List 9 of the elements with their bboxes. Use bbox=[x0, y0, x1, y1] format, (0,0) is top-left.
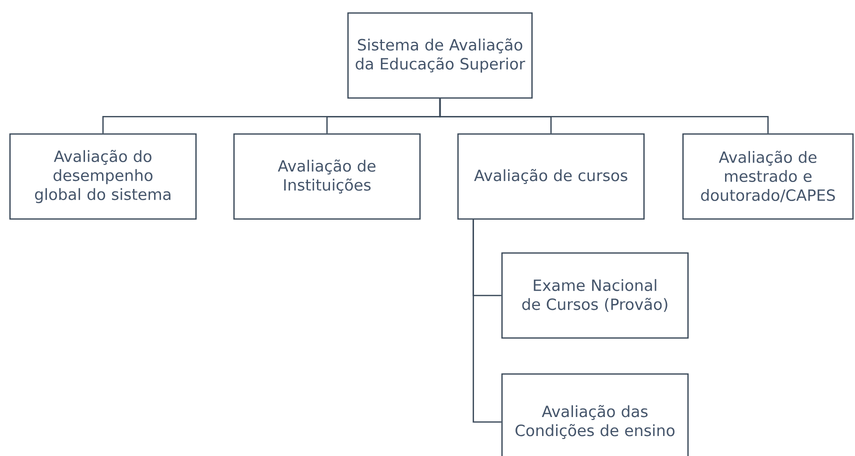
text-box: Avaliação de Instituições bbox=[233, 133, 421, 220]
text-box: Sistema de Avaliação da Educação Superior bbox=[347, 12, 533, 99]
connector-line bbox=[439, 98, 769, 134]
text-box: Avaliação das Condições de ensino bbox=[501, 373, 689, 456]
text-box: Avaliação de cursos bbox=[457, 133, 645, 220]
text-box: Exame Nacional de Cursos (Provão) bbox=[501, 252, 689, 339]
text-box: Avaliação de mestrado e doutorado/CAPES bbox=[682, 133, 854, 220]
text-box: Avaliação do desempenho global do sistema bbox=[9, 133, 197, 220]
connector-line bbox=[472, 220, 502, 423]
